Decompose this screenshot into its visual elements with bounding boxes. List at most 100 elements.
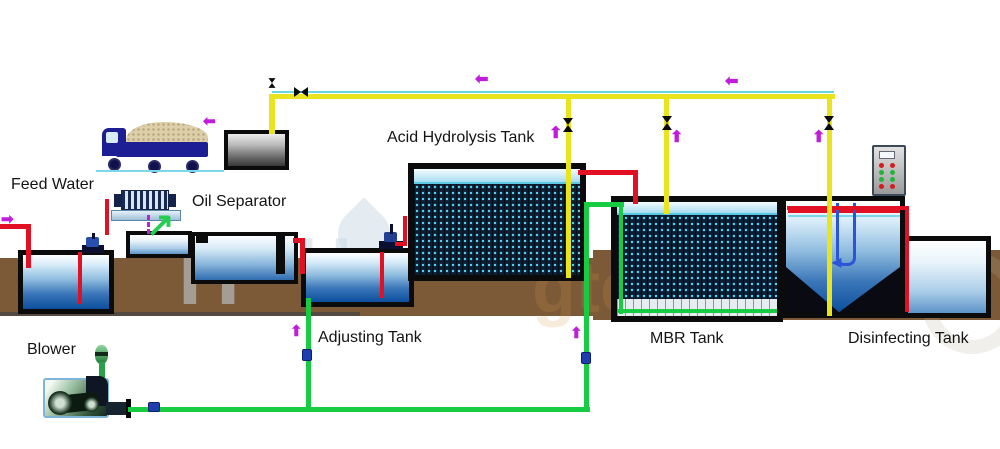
indicator-light-red [879, 184, 884, 189]
drip-dash-icon [147, 222, 150, 227]
valve-icon [662, 116, 672, 130]
valve-icon [563, 118, 573, 132]
mbr-tank-water-surface [617, 202, 777, 215]
oil-separator-outlet-pipe [293, 238, 305, 243]
oil-separator-inlet-notch [196, 234, 208, 243]
clarifier-outlet-pipe [787, 206, 909, 210]
control-panel [872, 145, 906, 196]
acid-tank-biofilm-media [414, 184, 580, 275]
clarifier-red-trough [788, 209, 900, 213]
sludge-manifold-pipe [271, 94, 835, 99]
indicator-light-green [879, 177, 884, 182]
transfer-pump [377, 224, 405, 250]
gas-line [272, 91, 834, 93]
adjusting-tank [301, 248, 414, 307]
oil-separator-outlet-drop [300, 238, 305, 274]
sludge-up-arrow-icon [812, 130, 825, 146]
blower-outlet [106, 402, 128, 415]
sludge-pipe-to-collection-tank [269, 94, 275, 134]
air-valve-icon [581, 352, 591, 364]
clarifier-surface-line [788, 215, 900, 217]
clarifier-airlift-u-tube [836, 203, 856, 266]
feed-inlet-pipe-drop [26, 224, 31, 268]
sludge-collection-tank [224, 130, 289, 170]
clarifier-hopper-right [838, 267, 900, 313]
screw-feeder-cap [168, 194, 176, 207]
oil-skim-arrow-icon [146, 208, 175, 242]
pump-base [379, 241, 403, 249]
sludge-up-arrow-icon [670, 130, 683, 146]
truck-cab-window [106, 132, 118, 143]
truck-body [116, 142, 208, 157]
blower-outlet-valve-icon [148, 402, 160, 412]
pump-to-acid-tank-riser [403, 216, 407, 244]
gas-flow-arrow-icon [725, 74, 738, 90]
clarifier-to-disinfecting-drop [905, 206, 909, 312]
air-elbow-to-mbr [584, 202, 624, 207]
label-adjusting-tank: Adjusting Tank [318, 329, 422, 346]
blower-pulley-small [84, 397, 99, 412]
feed-water-tank [18, 250, 114, 314]
sludge-riser-clarifier [827, 94, 832, 316]
control-panel-screen [879, 151, 895, 159]
feed-pump-suction-pipe [78, 252, 82, 304]
feed-flow-arrow-icon [1, 212, 14, 227]
acid-to-mbr-drop [633, 170, 638, 204]
feed-pump-discharge-pipe [105, 199, 109, 235]
pump-base [82, 245, 104, 253]
pump-mast [92, 233, 95, 239]
oil-separator-baffle [276, 236, 285, 274]
adjusting-tank-suction-pipe [380, 252, 384, 298]
air-manifold-pipe [128, 407, 590, 412]
truck-wheel [186, 160, 199, 173]
label-blower: Blower [27, 341, 76, 358]
indicator-light-red [890, 184, 895, 189]
pump-body [86, 237, 99, 247]
feed-pump [80, 233, 106, 253]
truck-ground-line [96, 170, 224, 172]
indicator-light-red [879, 163, 884, 168]
disinfecting-tank [903, 236, 991, 318]
gas-flow-arrow-icon [475, 72, 488, 88]
indicator-light-red [890, 163, 895, 168]
label-disinfecting-tank: Disinfecting Tank [848, 330, 969, 347]
sludge-up-arrow-icon [549, 126, 562, 142]
label-feed-water: Feed Water [11, 176, 94, 193]
mbr-aeration-strip [617, 299, 777, 316]
sludge-riser-mbr-tank [664, 94, 669, 214]
screw-feeder-cap [114, 194, 122, 207]
indicator-light-green [879, 170, 884, 175]
indicator-light-green [890, 170, 895, 175]
mbr-tank [611, 196, 783, 322]
acid-to-mbr-pipe [578, 170, 638, 175]
label-acid-hydrolysis-tank: Acid Hydrolysis Tank [387, 129, 535, 146]
mbr-membrane-media [617, 215, 777, 299]
mbr-diffuser-pipe [617, 309, 777, 313]
valve-icon [294, 87, 308, 97]
label-oil-separator: Oil Separator [192, 193, 287, 210]
pump-to-acid-tank-pipe [395, 242, 407, 246]
blower-intake-stack [99, 362, 105, 380]
blower-unit [40, 342, 170, 422]
sludge-haul-arrow-icon [203, 114, 216, 129]
mbr-internal-air-downpipe [619, 204, 623, 314]
acid-tank-water-surface [414, 169, 580, 184]
air-up-arrow-icon [290, 324, 303, 339]
vent-valve-icon [269, 78, 276, 88]
indicator-light-green [890, 177, 895, 182]
sludge-truck [96, 118, 226, 173]
pump-body [384, 232, 397, 242]
blower-intake-band [95, 352, 108, 356]
valve-icon [824, 116, 834, 130]
air-valve-icon [302, 349, 312, 361]
clarifier-tank [781, 196, 905, 318]
truck-wheel [148, 160, 161, 173]
feed-inlet-pipe [0, 224, 30, 229]
acid-hydrolysis-tank [408, 163, 586, 281]
soil-bottom-edge [0, 312, 360, 316]
clarifier-flow-arrow-icon [832, 256, 841, 268]
pump-mast [390, 224, 393, 234]
drip-dash-icon [147, 215, 150, 220]
label-mbr-tank: MBR Tank [650, 330, 724, 347]
